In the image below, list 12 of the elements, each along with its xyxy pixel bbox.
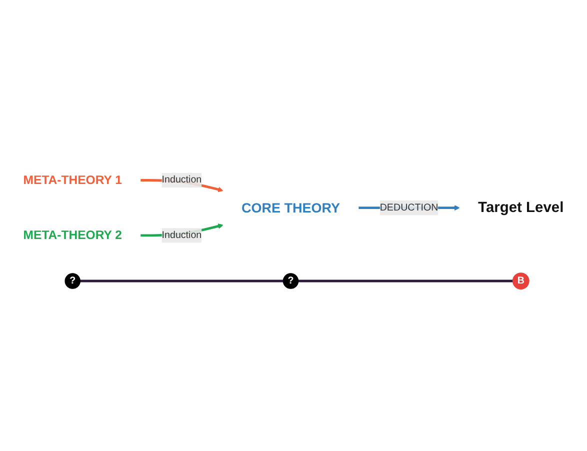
node-text: META-THEORY 2 bbox=[23, 228, 122, 242]
edge-label: DEDUCTION bbox=[380, 202, 438, 213]
node-text: CORE THEORY bbox=[242, 200, 340, 216]
edge-label: Induction bbox=[162, 174, 202, 186]
edge-label: Induction bbox=[162, 230, 202, 240]
node-circle: B bbox=[512, 272, 530, 290]
node-text: Target Level bbox=[478, 199, 564, 216]
node-circle: ? bbox=[282, 273, 299, 289]
connector bbox=[80, 280, 284, 282]
node-text: META-THEORY 1 bbox=[23, 173, 122, 187]
connector bbox=[298, 280, 513, 282]
node-circle: ? bbox=[64, 273, 81, 289]
